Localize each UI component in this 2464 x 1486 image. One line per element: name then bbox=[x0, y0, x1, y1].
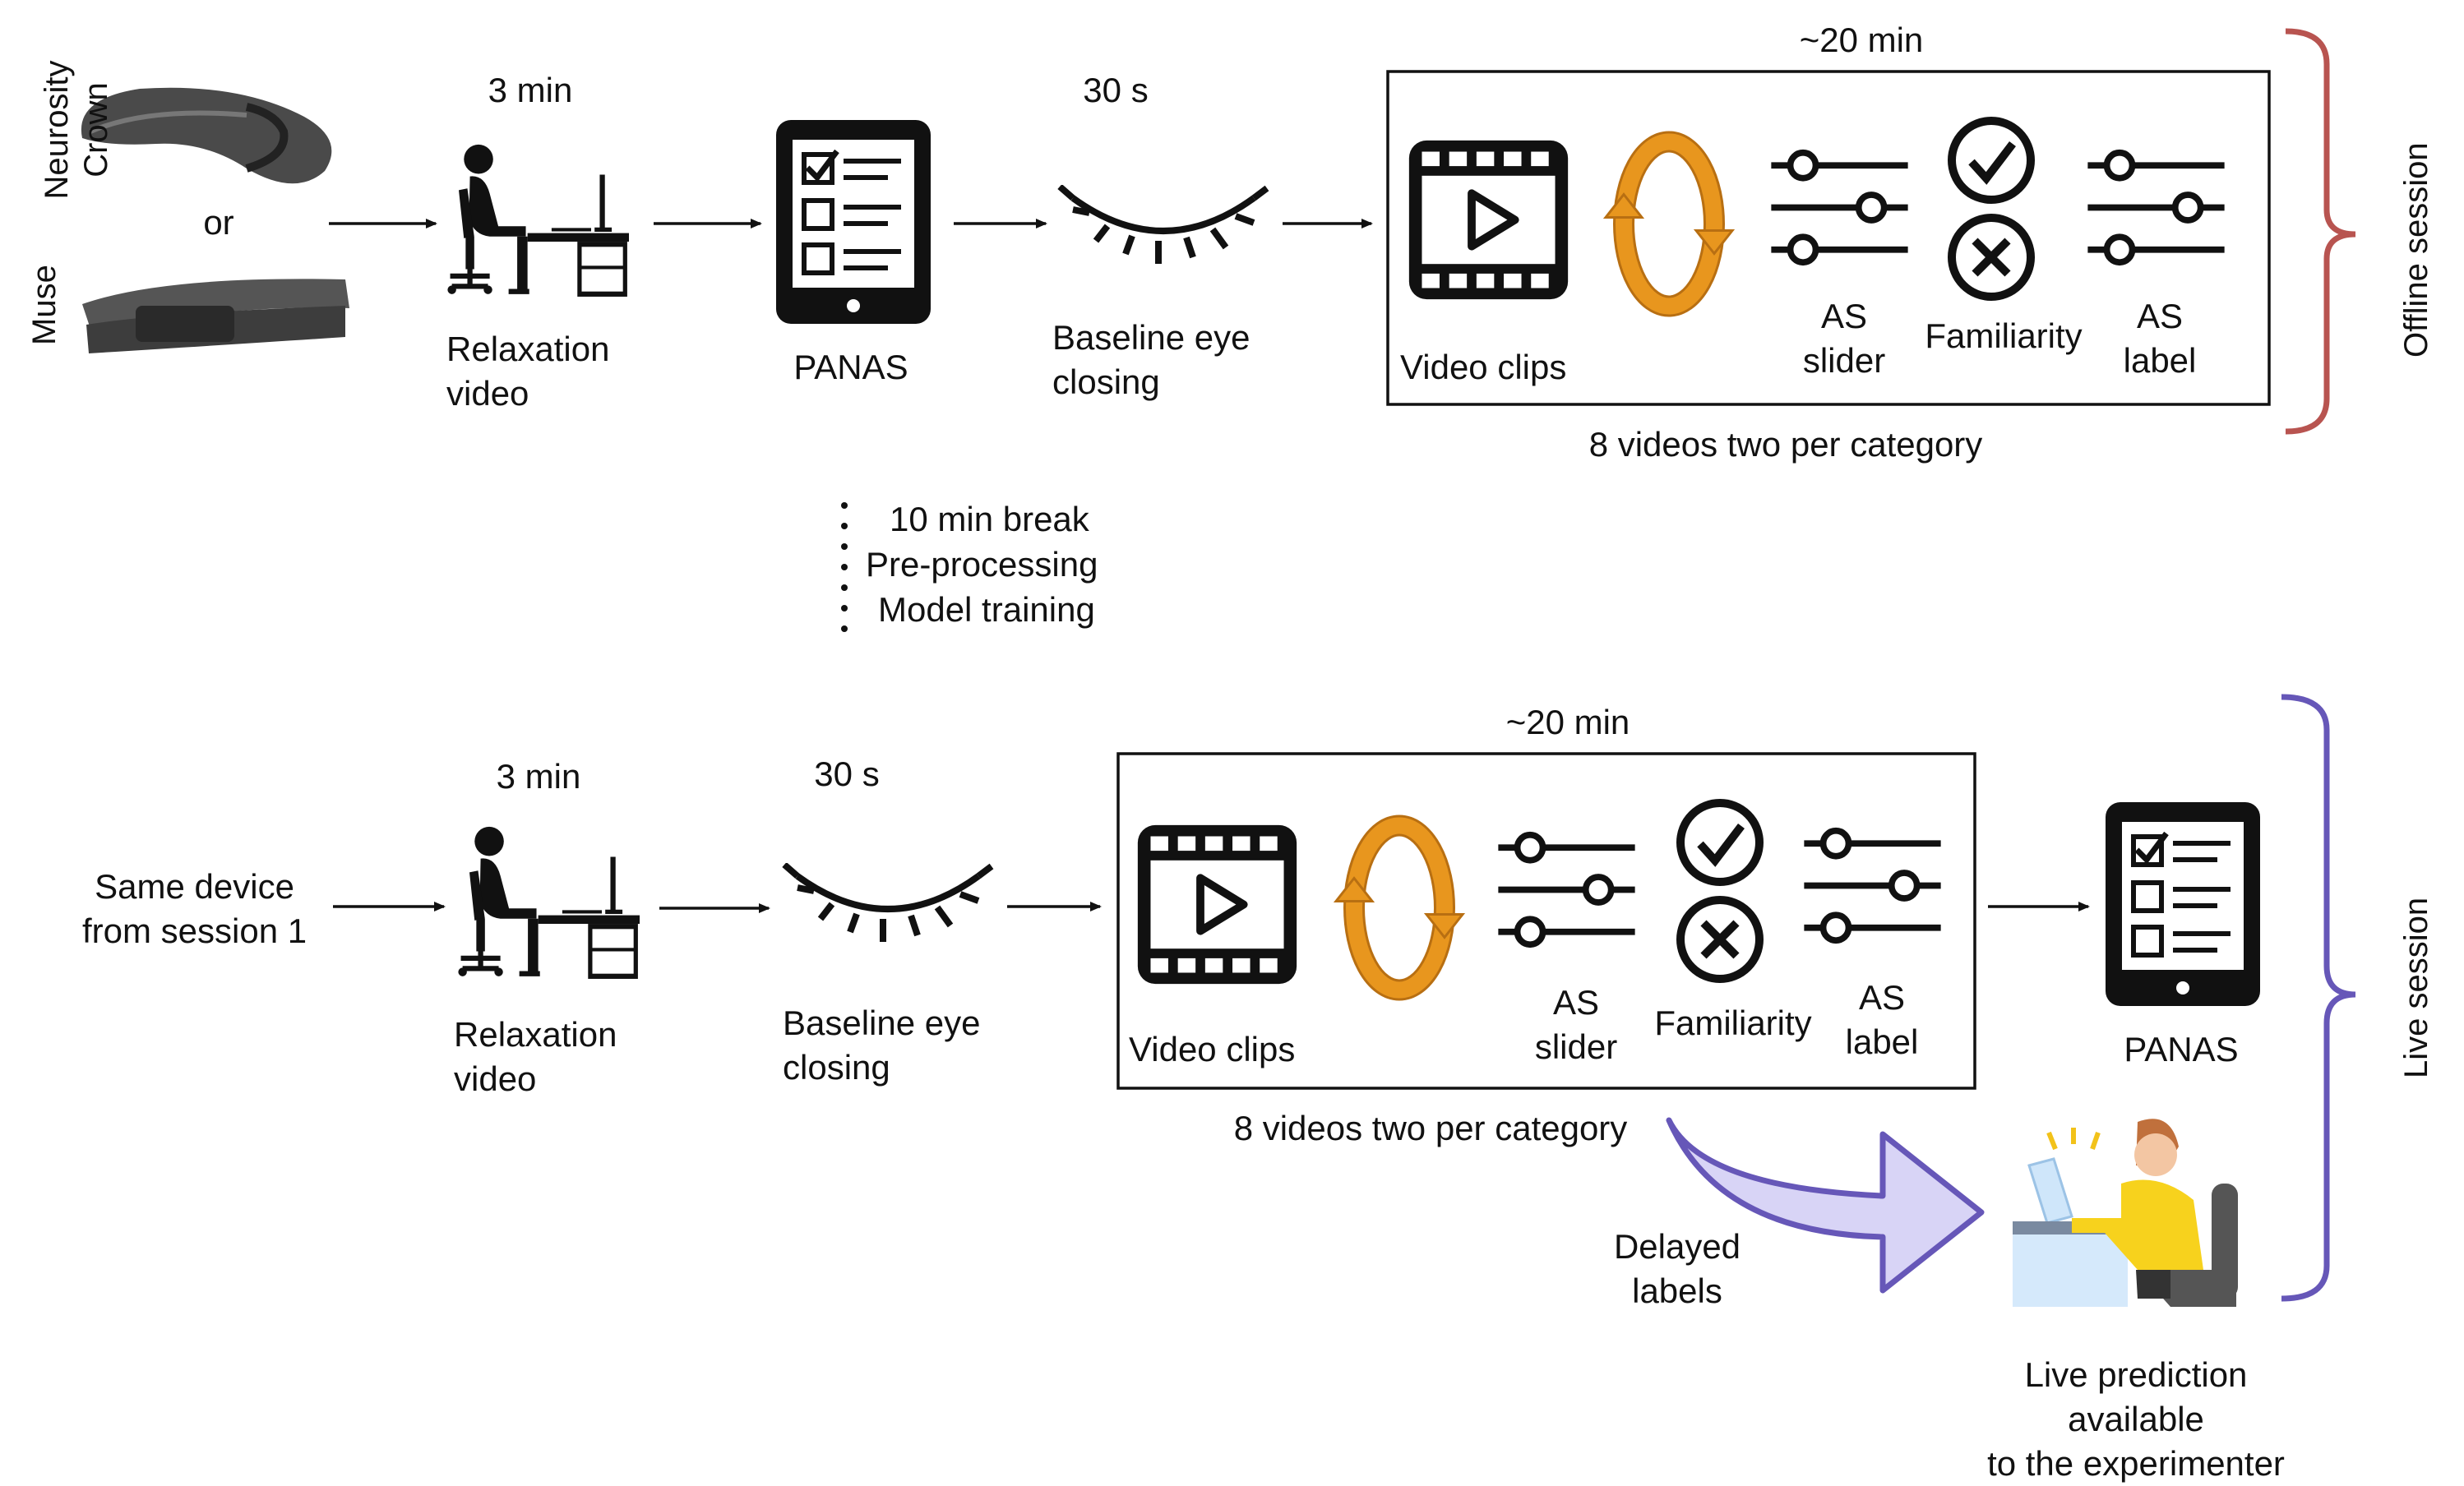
delayed-labels-label: Delayed labels bbox=[1613, 1227, 1741, 1310]
video-clip-icon-live bbox=[1138, 825, 1297, 984]
familiarity-label: Familiarity bbox=[1925, 316, 2083, 355]
neurosity-crown-image bbox=[81, 87, 332, 184]
offline-session-label: Offline session bbox=[2398, 142, 2434, 358]
cycle-arrows-icon bbox=[1606, 142, 1732, 307]
break-line-1: 10 min break bbox=[890, 500, 1089, 538]
tablet-checklist-icon-live bbox=[2106, 802, 2260, 1006]
as-slider-icon-live bbox=[1498, 835, 1634, 944]
or-label: or bbox=[203, 203, 234, 242]
break-line-3: Model training bbox=[878, 590, 1095, 629]
eye-time-label-live: 30 s bbox=[814, 755, 880, 793]
live-videos-caption: 8 videos two per category bbox=[1233, 1109, 1628, 1147]
experimenter-at-laptop-icon bbox=[2013, 1119, 2238, 1307]
as-slider-label-live: AS slider bbox=[1534, 983, 1618, 1066]
live-session-label: Live session bbox=[2398, 897, 2434, 1078]
offline-video-block bbox=[1386, 70, 2271, 406]
offline-videos-caption: 8 videos two per category bbox=[1588, 425, 1983, 464]
as-label-sliders-icon bbox=[2087, 153, 2224, 262]
live-video-block bbox=[1116, 752, 1976, 1090]
tablet-checklist-icon bbox=[776, 120, 931, 324]
live-block-time: ~20 min bbox=[1505, 703, 1630, 741]
offline-block-time: ~20 min bbox=[1799, 21, 1924, 59]
familiarity-check-x-icon bbox=[1952, 121, 2031, 297]
person-at-desk-icon bbox=[447, 145, 629, 297]
as-label-sliders-icon-live bbox=[1804, 831, 1940, 940]
eye-closing-label-live: Baseline eye closing bbox=[783, 1004, 981, 1087]
same-device-label: Same device from session 1 bbox=[82, 867, 307, 950]
video-clips-label-live: Video clips bbox=[1129, 1030, 1296, 1068]
video-clips-label: Video clips bbox=[1400, 348, 1567, 386]
familiarity-label-live: Familiarity bbox=[1654, 1004, 1812, 1042]
panas-label-live: PANAS bbox=[2124, 1030, 2239, 1068]
as-label-label-live: AS label bbox=[1845, 978, 1919, 1061]
delayed-labels-arrow bbox=[1666, 1117, 1985, 1294]
closed-eye-icon bbox=[1060, 187, 1267, 264]
eye-time-label: 30 s bbox=[1083, 71, 1149, 109]
muse-label: Muse bbox=[26, 265, 62, 345]
person-at-desk-icon-live bbox=[458, 827, 640, 979]
panas-label: PANAS bbox=[793, 348, 908, 386]
eye-closing-label: Baseline eye closing bbox=[1052, 318, 1250, 401]
break-line-2: Pre-processing bbox=[866, 545, 1098, 584]
offline-session-brace bbox=[2285, 28, 2356, 435]
live-session-brace bbox=[2281, 694, 2356, 1302]
relax-time-label-live: 3 min bbox=[496, 757, 581, 796]
relax-video-label: Relaxation video bbox=[446, 330, 610, 413]
familiarity-check-x-icon-live bbox=[1680, 803, 1759, 979]
cycle-arrows-icon-live bbox=[1336, 826, 1463, 990]
relax-video-label-live: Relaxation video bbox=[454, 1015, 617, 1098]
crown-label: Neurosity Crown bbox=[39, 60, 114, 200]
live-prediction-label: Live prediction available to the experim… bbox=[1987, 1355, 2285, 1483]
relax-time-label: 3 min bbox=[488, 71, 573, 109]
video-clip-icon bbox=[1409, 141, 1568, 299]
as-slider-label: AS slider bbox=[1802, 297, 1886, 380]
as-slider-icon bbox=[1771, 153, 1907, 262]
as-label-label: AS label bbox=[2123, 297, 2197, 380]
break-dotted-line bbox=[841, 502, 848, 632]
muse-headband-image bbox=[82, 279, 349, 353]
closed-eye-icon-live bbox=[784, 865, 992, 942]
